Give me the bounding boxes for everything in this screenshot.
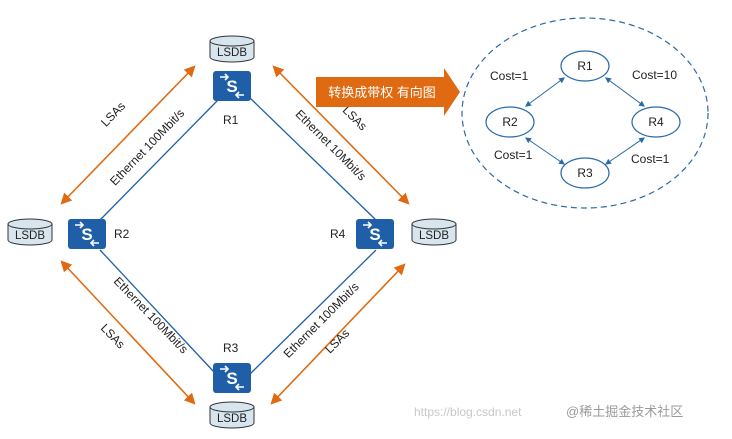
graph-edge-r3-r4: [605, 137, 645, 165]
router-r1: LSDB R1: [209, 35, 255, 127]
weighted-directed-graph: R1 R2 R4 R3 Cost=1 Cost=10 Cost=1 Cost=1: [461, 17, 709, 209]
watermark-brand: @稀土掘金技术社区: [566, 404, 683, 419]
cost-label-r1-r4: Cost=10: [632, 68, 677, 82]
router-switch-icon: [212, 362, 252, 394]
graph-node-label: R2: [502, 115, 518, 129]
watermark-url: https://blog.csdn.net: [414, 405, 522, 419]
router-switch-icon: [355, 218, 395, 250]
lsa-arrow-r1-r2: [60, 65, 196, 205]
lsas-label-r1-r2: LSAs: [98, 99, 128, 129]
lsa-arrow-r1-r4: [272, 65, 410, 205]
router-label-r4: R4: [330, 227, 346, 241]
graph-node-r1: R1: [560, 50, 610, 82]
lsdb-label-r4: LSDB: [419, 230, 449, 242]
link-label-r1-r2: Ethernet 100Mbit/s: [107, 106, 187, 188]
lsa-arrow-r2-r3: [60, 260, 196, 405]
graph-node-r4: R4: [631, 106, 681, 138]
lsas-label-r2-r3: LSAs: [98, 321, 128, 351]
graph-node-label: R3: [577, 166, 593, 180]
lsdb-label-r1: LSDB: [217, 47, 247, 59]
router-label-r3: R3: [223, 341, 239, 355]
lsas-label-r3-r4: LSAs: [322, 326, 352, 356]
graph-edge-r1-r2: [525, 77, 565, 107]
graph-node-label: R1: [577, 59, 593, 73]
conversion-banner: 转换成带权 有向图: [316, 68, 460, 116]
cost-label-r2-r3: Cost=1: [494, 148, 533, 162]
graph-node-r3: R3: [560, 157, 610, 189]
cost-label-r1-r2: Cost=1: [490, 69, 529, 83]
graph-boundary: [461, 17, 709, 209]
router-switch-icon: [67, 218, 107, 250]
cost-label-r3-r4: Cost=1: [631, 152, 670, 166]
router-r3: R3 LSDB: [209, 341, 255, 429]
graph-node-r2: R2: [485, 106, 535, 138]
lsas-label-r1-r4: LSAs: [340, 103, 370, 133]
graph-edge-r2-r3: [525, 137, 565, 165]
lsdb-label-r2: LSDB: [15, 230, 45, 242]
router-r4: LSDB R4: [330, 218, 457, 250]
router-r2: LSDB R2: [7, 218, 130, 250]
router-switch-icon: [212, 70, 252, 102]
lsdb-label-r3: LSDB: [217, 413, 247, 425]
right-arrow-icon: [316, 68, 460, 116]
router-label-r2: R2: [114, 227, 130, 241]
link-r3-r4: [249, 249, 377, 375]
graph-node-label: R4: [648, 115, 664, 129]
router-label-r1: R1: [223, 113, 239, 127]
banner-text: 转换成带权 有向图: [328, 85, 436, 100]
lsa-arrow-r3-r4: [270, 263, 406, 405]
link-label-r3-r4: Ethernet 100Mbit/s: [281, 280, 362, 361]
graph-edge-r1-r4: [605, 77, 645, 107]
